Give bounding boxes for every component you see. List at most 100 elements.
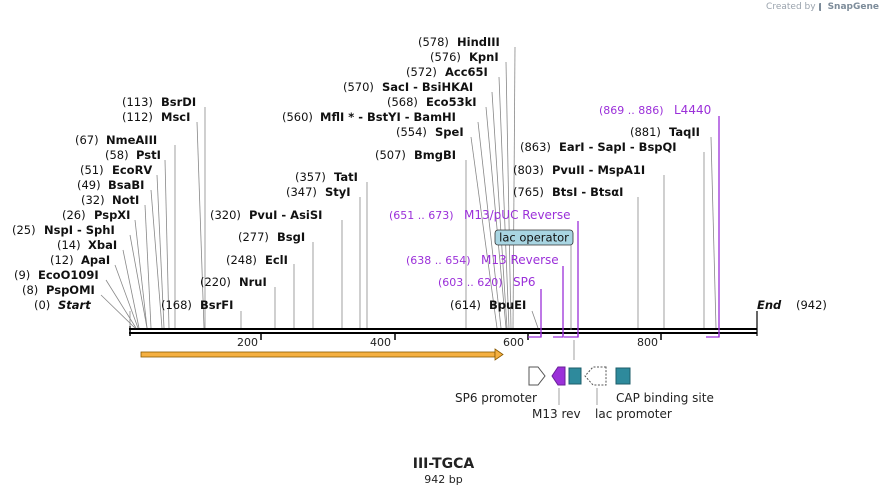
orf-arrow (140, 348, 504, 361)
tick-label-400: 400 (370, 336, 391, 349)
site-label-ecoo109i: (9) EcoO109I (14, 268, 99, 282)
axis-ticks: 200 400 600 800 (237, 333, 662, 349)
site-name-nrui: NruI (239, 275, 267, 289)
site-pos-start: (0) (34, 298, 50, 312)
site-label-pvuii: (803) PvuII - MspA1I (513, 163, 645, 177)
site-name-hindiii: HindIII (457, 35, 500, 49)
site-name-eari: EarI - SapI - BspQI (559, 140, 677, 154)
site-label-bsabi: (49) BsaBI (77, 178, 144, 192)
site-pos-psti: (58) (105, 148, 129, 162)
primer-bar-m13puc (564, 333, 579, 338)
m13-rev-label: M13 rev (532, 407, 581, 421)
site-label-mfli-bstyi-bamhi: (560) MflI * - BstYI - BamHI (282, 110, 456, 124)
site-labels: (0) Start (8) PspOMI (9) EcoO109I (12) A… (12, 35, 827, 312)
site-label-btsi: (765) BtsI - BtsαI (513, 185, 623, 199)
leader-saci-bsihkai (491, 91, 508, 329)
primer-label-sp6: (603 .. 620) SP6 (438, 275, 536, 289)
leader-apai (114, 264, 139, 329)
site-name-noti: NotI (112, 193, 139, 207)
leader-noti (144, 204, 152, 329)
site-pos-taqii: (881) (630, 125, 661, 139)
site-label-tati: (357) TatI (295, 170, 358, 184)
site-pos-xbai: (14) (57, 238, 81, 252)
site-pos-bmgbi: (507) (375, 148, 406, 162)
site-label-eari: (863) EarI - SapI - BspQI (520, 140, 677, 154)
leader-eco53ki (485, 106, 507, 329)
leader-msci (196, 121, 205, 329)
cap-binding-site-icon (615, 367, 631, 385)
orf-arrowhead (494, 348, 504, 361)
site-pos-kpni: (576) (430, 50, 461, 64)
site-name-end: End (757, 298, 782, 312)
site-label-bmgbi: (507) BmgBI (375, 148, 456, 162)
site-label-msci: (112) MscI (122, 110, 190, 124)
map-length: 942 bp (424, 473, 463, 486)
site-label-noti: (32) NotI (81, 193, 139, 207)
primer-markers (528, 116, 720, 338)
credit-brand: SnapGene (827, 2, 879, 12)
site-label-taqii: (881) TaqII (630, 125, 700, 139)
site-pos-msci: (112) (122, 110, 153, 124)
lac-operator-feature-icon (568, 367, 582, 385)
primer-name-m13rev: M13 Reverse (481, 253, 559, 267)
leader-pspxi (134, 219, 148, 329)
site-name-ecoo109i: EcoO109I (38, 268, 99, 282)
site-label-end: End (942) (757, 298, 827, 312)
leader-pspomi (100, 294, 136, 329)
site-pos-noti: (32) (81, 193, 105, 207)
site-pos-acc65i: (572) (406, 65, 437, 79)
site-label-pspxi: (26) PspXI (62, 208, 130, 222)
site-name-xbai: XbaI (88, 238, 117, 252)
site-pos-pspxi: (26) (62, 208, 86, 222)
site-name-pspxi: PspXI (94, 208, 130, 222)
tick-label-600: 600 (503, 336, 524, 349)
site-pos-pspomi: (8) (22, 283, 38, 297)
site-pos-ecli: (248) (226, 253, 257, 267)
site-pos-bsgi: (277) (238, 230, 269, 244)
site-pos-mfli-bstyi-bamhi: (560) (282, 110, 313, 124)
site-pos-bsrdi: (113) (122, 95, 153, 109)
primer-labels: (869 .. 886) L4440 (651 .. 673) M13/pUC … (389, 103, 711, 289)
site-name-psti: PstI (136, 148, 161, 162)
primer-name-l4440: L4440 (674, 103, 711, 117)
primer-bar-sp6 (528, 333, 542, 338)
site-pos-nrui: (220) (200, 275, 231, 289)
primer-pos-sp6: (603 .. 620) (438, 276, 503, 289)
primer-label-m13puc: (651 .. 673) M13/pUC Reverse (389, 208, 571, 222)
site-label-ecorv: (51) EcoRV (80, 163, 152, 177)
site-name-btsi: BtsI - BtsαI (552, 185, 623, 199)
site-pos-bsrfi: (168) (161, 298, 192, 312)
site-label-bsrdi: (113) BsrDI (122, 95, 196, 109)
site-name-pspomi: PspOMI (46, 283, 95, 297)
sp6-promoter-label: SP6 promoter (455, 391, 537, 405)
site-label-spei: (554) SpeI (396, 125, 464, 139)
feature-glyphs (528, 366, 631, 386)
leader-spei (470, 136, 498, 329)
site-name-pvuii: PvuII - MspA1I (552, 163, 645, 177)
site-name-bsgi: BsgI (277, 230, 305, 244)
map-title: III-TGCA (412, 456, 475, 472)
site-name-tati: TatI (334, 170, 358, 184)
site-pos-hindiii: (578) (418, 35, 449, 49)
site-label-pspomi: (8) PspOMI (22, 283, 95, 297)
site-pos-nmeaiii: (67) (75, 133, 99, 147)
site-pos-styi: (347) (286, 185, 317, 199)
site-name-bmgbi: BmgBI (414, 148, 456, 162)
site-name-mfli-bstyi-bamhi: MflI * - BstYI - BamHI (320, 110, 456, 124)
site-name-taqii: TaqII (669, 125, 700, 139)
leader-ecorv (156, 174, 165, 329)
site-name-nspi-sphi: NspI - SphI (44, 223, 115, 237)
leader-nspi-sphi (129, 234, 148, 329)
site-pos-ecorv: (51) (80, 163, 104, 177)
primer-pos-l4440: (869 .. 886) (599, 104, 664, 117)
site-pos-bpuei: (614) (450, 298, 481, 312)
site-label-eco53ki: (568) Eco53kI (387, 95, 477, 109)
site-label-kpni: (576) KpnI (430, 50, 499, 64)
site-pos-bsabi: (49) (77, 178, 101, 192)
leader-bamhi (477, 121, 502, 329)
cap-binding-site-label: CAP binding site (616, 391, 714, 405)
site-pos-saci-bsihkai: (570) (343, 80, 374, 94)
site-pos-pvuii: (803) (513, 163, 544, 177)
primer-bar-l4440 (706, 333, 720, 338)
site-label-bsgi: (277) BsgI (238, 230, 305, 244)
